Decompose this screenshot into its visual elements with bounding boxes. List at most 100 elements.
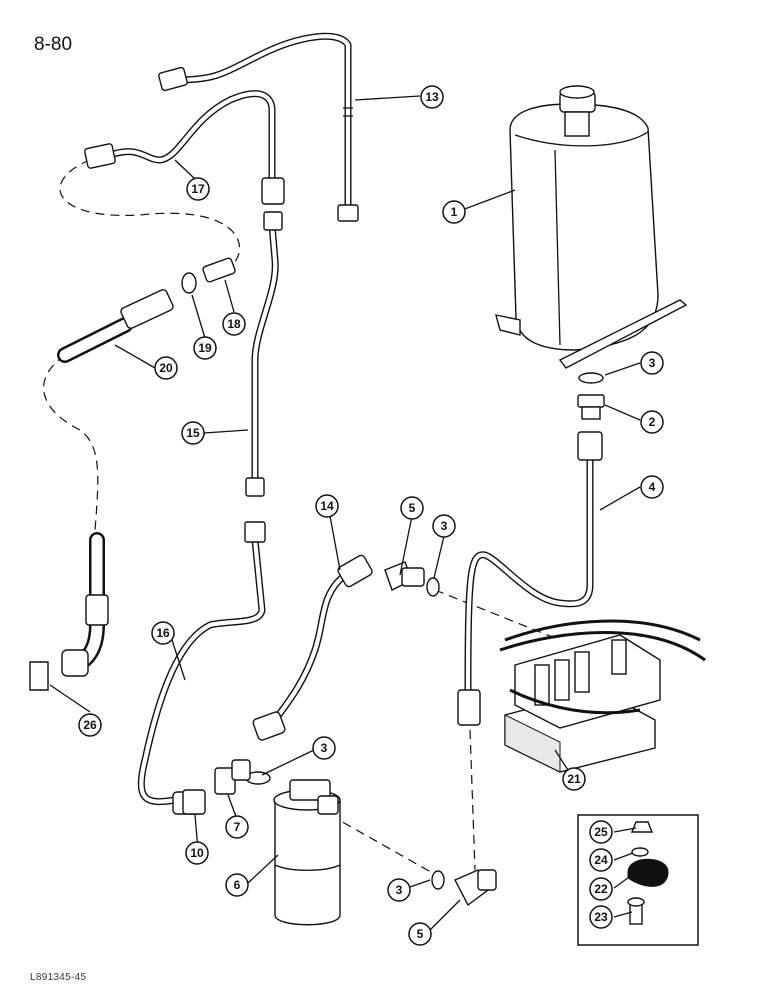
reservoir-tank bbox=[495, 85, 688, 369]
callout-number: 7 bbox=[234, 820, 241, 834]
callout-number: 15 bbox=[186, 426, 200, 440]
callout-circle bbox=[442, 200, 466, 224]
leader-lines bbox=[49, 95, 641, 931]
callout-c22: 22 bbox=[589, 877, 613, 901]
callout-number: 3 bbox=[321, 741, 328, 755]
callout-circle bbox=[315, 494, 339, 518]
callout-c18: 18 bbox=[222, 312, 246, 336]
callout-c7: 7 bbox=[225, 815, 249, 839]
tube-13 bbox=[158, 32, 359, 222]
callout-circle bbox=[589, 820, 613, 844]
callout-number: 18 bbox=[227, 317, 241, 331]
callout-circle bbox=[387, 878, 411, 902]
callout-circle bbox=[225, 873, 249, 897]
callout-circle bbox=[589, 877, 613, 901]
hose-26-assembly bbox=[29, 532, 109, 691]
callout-circle bbox=[420, 85, 444, 109]
callout-number: 13 bbox=[425, 90, 439, 104]
callout-number: 26 bbox=[83, 718, 97, 732]
callout-circle bbox=[154, 356, 178, 380]
o-ring-3-bottom bbox=[431, 870, 445, 890]
callout-c3b: 3 bbox=[432, 514, 456, 538]
callout-number: 22 bbox=[594, 882, 608, 896]
callout-circle bbox=[193, 336, 217, 360]
callout-number: 3 bbox=[396, 883, 403, 897]
callout-c3a: 3 bbox=[640, 351, 664, 375]
callout-c25: 25 bbox=[589, 820, 613, 844]
tube-15 bbox=[245, 211, 283, 497]
callout-number: 24 bbox=[594, 853, 608, 867]
callout-c13: 13 bbox=[420, 85, 444, 109]
callout-circle bbox=[312, 736, 336, 760]
callout-number: 21 bbox=[567, 772, 581, 786]
callout-circle bbox=[186, 177, 210, 201]
callout-number: 2 bbox=[649, 415, 656, 429]
callout-circle bbox=[432, 514, 456, 538]
callout-number: 20 bbox=[159, 361, 173, 375]
callout-c20: 20 bbox=[154, 356, 178, 380]
callout-number: 5 bbox=[409, 501, 416, 515]
callout-circle bbox=[185, 841, 209, 865]
hose-20 bbox=[57, 289, 174, 363]
callout-number: 25 bbox=[594, 825, 608, 839]
callout-c17: 17 bbox=[186, 177, 210, 201]
callout-c24: 24 bbox=[589, 848, 613, 872]
callout-circle bbox=[640, 475, 664, 499]
callout-circle bbox=[225, 815, 249, 839]
tube-4 bbox=[457, 431, 603, 726]
callout-circle bbox=[589, 848, 613, 872]
tube-14 bbox=[252, 554, 373, 741]
dashed-connections bbox=[43, 159, 561, 881]
fitting-2 bbox=[577, 394, 605, 420]
callout-circle bbox=[562, 767, 586, 791]
callout-c4: 4 bbox=[640, 475, 664, 499]
callout-number: 5 bbox=[417, 927, 424, 941]
o-ring-3-mid bbox=[426, 577, 440, 597]
callout-c23: 23 bbox=[589, 905, 613, 929]
callout-c1: 1 bbox=[442, 200, 466, 224]
callout-c6: 6 bbox=[225, 873, 249, 897]
tube-17 bbox=[84, 90, 285, 205]
callout-number: 16 bbox=[156, 626, 170, 640]
control-valve bbox=[499, 619, 706, 773]
adapter-10 bbox=[182, 789, 206, 815]
callout-c26: 26 bbox=[78, 713, 102, 737]
callout-circle bbox=[640, 351, 664, 375]
callout-circle bbox=[589, 905, 613, 929]
filter-6 bbox=[273, 779, 341, 926]
callout-c2: 2 bbox=[640, 410, 664, 434]
callout-labels: 1233334556710131415161718192021222324252… bbox=[78, 85, 664, 946]
callout-circle bbox=[78, 713, 102, 737]
callout-c14: 14 bbox=[315, 494, 339, 518]
callout-number: 4 bbox=[649, 480, 656, 494]
callout-c15: 15 bbox=[181, 421, 205, 445]
page-number: 8-80 bbox=[34, 34, 73, 55]
callout-number: 19 bbox=[198, 341, 212, 355]
callout-c3d: 3 bbox=[387, 878, 411, 902]
fitting-18 bbox=[202, 257, 236, 283]
callout-circle bbox=[640, 410, 664, 434]
tee-7 bbox=[214, 759, 251, 795]
callout-number: 3 bbox=[441, 519, 448, 533]
callout-number: 10 bbox=[190, 846, 204, 860]
callout-number: 14 bbox=[320, 499, 334, 513]
elbow-5-bottom bbox=[454, 869, 497, 907]
callout-c19: 19 bbox=[193, 336, 217, 360]
callout-number: 3 bbox=[649, 356, 656, 370]
callout-number: 6 bbox=[234, 878, 241, 892]
callout-c5a: 5 bbox=[400, 496, 424, 520]
callout-c16: 16 bbox=[151, 621, 175, 645]
callout-c10: 10 bbox=[185, 841, 209, 865]
callout-number: 23 bbox=[594, 910, 608, 924]
washer-19 bbox=[181, 272, 197, 294]
figure-code: L891345-45 bbox=[30, 972, 87, 983]
callout-number: 1 bbox=[451, 205, 458, 219]
callout-c21: 21 bbox=[562, 767, 586, 791]
callout-circle bbox=[222, 312, 246, 336]
callout-circle bbox=[181, 421, 205, 445]
callout-c5b: 5 bbox=[408, 922, 432, 946]
callout-circle bbox=[151, 621, 175, 645]
elbow-5-top bbox=[384, 561, 425, 591]
callout-circle bbox=[400, 496, 424, 520]
